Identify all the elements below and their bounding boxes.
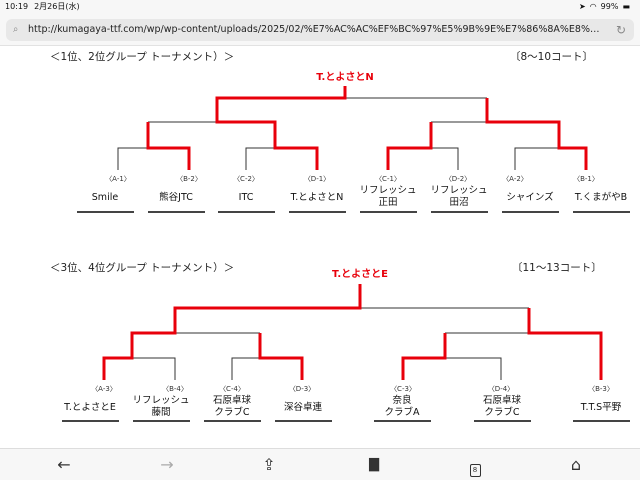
seed-label: 〈C-3〉 bbox=[390, 385, 416, 393]
team-name: シャインズ bbox=[506, 192, 554, 203]
seed-label: 〈A-1〉 bbox=[105, 175, 131, 183]
team-name: ITC bbox=[238, 192, 254, 203]
team-name: T.T.S平野 bbox=[580, 402, 622, 413]
status-right: ➤◠99%▬ bbox=[579, 0, 630, 14]
reload-icon[interactable]: ↻ bbox=[615, 23, 626, 37]
search-icon: ⌕ bbox=[13, 24, 19, 35]
underline bbox=[430, 211, 488, 213]
seed-label: 〈A-3〉 bbox=[91, 385, 117, 393]
status-left: 10:19 2月26日(水) bbox=[5, 0, 80, 14]
underline bbox=[61, 420, 119, 422]
bracket1-courts: 〔8～10コート〕 bbox=[510, 51, 594, 63]
share-icon[interactable]: ⇪ bbox=[262, 455, 276, 474]
underline bbox=[132, 420, 190, 422]
bracket1-champion: T.とよさとN bbox=[316, 72, 374, 83]
underline bbox=[373, 420, 431, 422]
seed-label: 〈C-4〉 bbox=[219, 385, 245, 393]
underline bbox=[288, 211, 346, 213]
team-name: 深谷卓連 bbox=[283, 402, 322, 413]
seed-label: 〈C-1〉 bbox=[375, 175, 401, 183]
seed-label: 〈A-2〉 bbox=[502, 175, 528, 183]
team-name: リフレッシュ 藤間 bbox=[132, 395, 190, 418]
team-name: リフレッシュ 田沼 bbox=[430, 185, 488, 208]
battery-icon: ▬ bbox=[622, 2, 630, 11]
team-name: T.くまがやB bbox=[574, 192, 628, 203]
team-name: 奈良 クラブA bbox=[384, 395, 420, 418]
underline bbox=[217, 211, 275, 213]
home-icon[interactable]: ⌂ bbox=[570, 455, 582, 474]
underline bbox=[572, 211, 630, 213]
bracket2-champion: T.とよさとE bbox=[332, 269, 388, 280]
team-name: T.とよさとN bbox=[290, 192, 344, 203]
seed-label: 〈D-4〉 bbox=[487, 385, 515, 393]
bracket-lines bbox=[102, 86, 603, 380]
bracket2-courts: 〔11～13コート〕 bbox=[512, 262, 602, 274]
seed-label: 〈B-1〉 bbox=[573, 175, 599, 183]
seed-label: 〈D-1〉 bbox=[303, 175, 331, 183]
team-name: Smile bbox=[91, 192, 119, 203]
seed-label: 〈B-2〉 bbox=[176, 175, 202, 183]
bracket1-title: ＜1位、2位グループ トーナメント）＞ bbox=[50, 51, 235, 63]
underline bbox=[274, 420, 332, 422]
bracket-base-lines bbox=[117, 97, 559, 380]
underline bbox=[203, 420, 261, 422]
back-arrow-icon[interactable]: ← bbox=[57, 455, 71, 474]
bookmarks-icon[interactable]: ▇ bbox=[369, 457, 379, 472]
address-bar[interactable]: ⌕http://kumagaya-ttf.com/wp/wp-content/u… bbox=[6, 19, 634, 41]
forward-arrow-icon[interactable]: → bbox=[160, 455, 174, 474]
battery-level: 99% bbox=[600, 2, 619, 11]
team-name: 熊谷JTC bbox=[159, 192, 193, 203]
browser-chrome: ⌕http://kumagaya-ttf.com/wp/wp-content/u… bbox=[0, 14, 640, 46]
browser-toolbar: ← → ⇪ ▇ 8 ⌂ bbox=[0, 448, 640, 480]
team-name: 石原卓球 クラブC bbox=[482, 395, 521, 418]
underline bbox=[76, 211, 134, 213]
underline bbox=[572, 420, 630, 422]
seed-label: 〈D-2〉 bbox=[444, 175, 472, 183]
status-bar: 10:19 2月26日(水) ➤◠99%▬ bbox=[0, 0, 640, 14]
bracket2-title: ＜3位、4位グループ トーナメント）＞ bbox=[50, 262, 235, 274]
tabs-button[interactable]: 8 bbox=[463, 457, 487, 477]
date: 2月26日(水) bbox=[34, 2, 80, 11]
seed-label: 〈C-2〉 bbox=[233, 175, 259, 183]
winner-path-lines bbox=[102, 86, 603, 380]
team-name: T.とよさとE bbox=[64, 402, 116, 413]
wifi-icon: ◠ bbox=[589, 2, 597, 11]
location-icon: ➤ bbox=[578, 2, 586, 11]
underline bbox=[501, 211, 559, 213]
underline bbox=[359, 211, 417, 213]
seed-label: 〈D-3〉 bbox=[288, 385, 316, 393]
seed-label: 〈B-4〉 bbox=[162, 385, 188, 393]
team-name: 石原卓球 クラブC bbox=[212, 395, 251, 418]
underline bbox=[147, 211, 205, 213]
seed-label: 〈B-3〉 bbox=[588, 385, 614, 393]
underline bbox=[473, 420, 531, 422]
team-name: リフレッシュ 正田 bbox=[359, 185, 417, 208]
time: 10:19 bbox=[5, 2, 29, 11]
tab-count: 8 bbox=[469, 464, 481, 477]
